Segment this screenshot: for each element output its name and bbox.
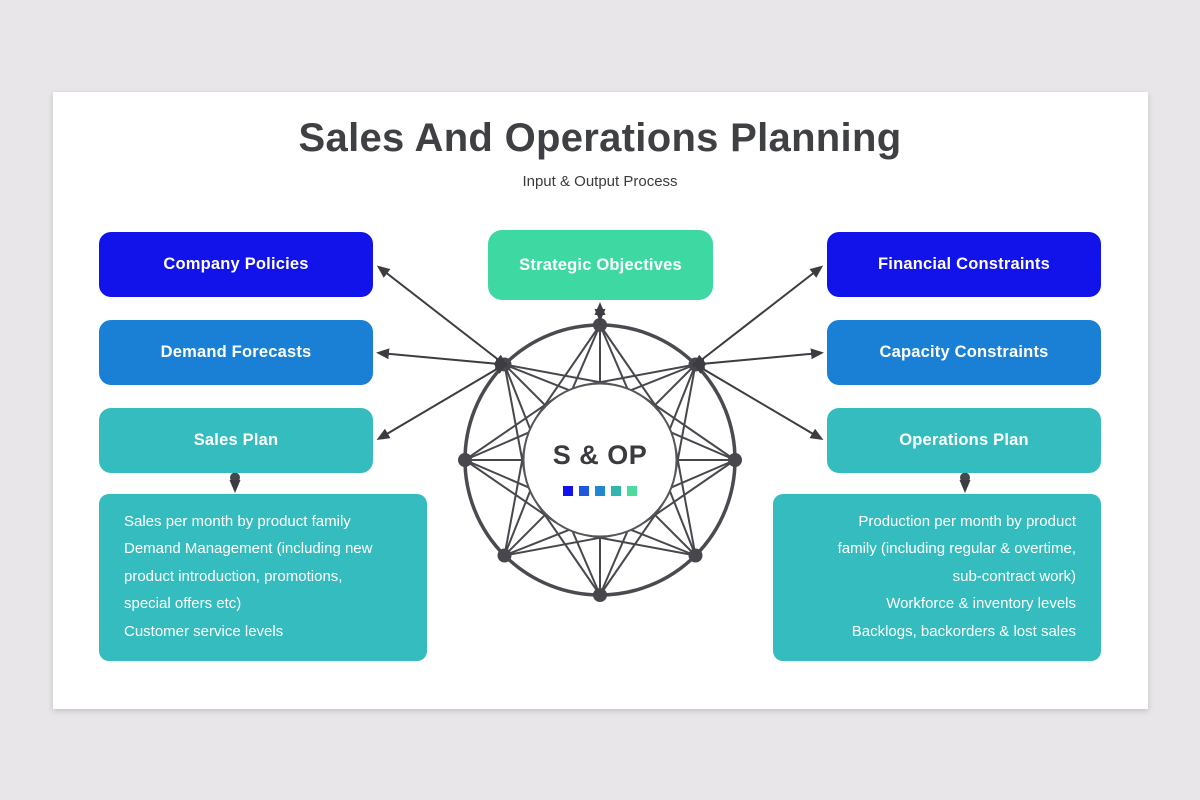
detail-line: Demand Management (including new xyxy=(124,540,373,558)
hub-center-label: S & OP xyxy=(552,440,648,470)
detail-line: Production per month by product xyxy=(858,513,1076,530)
left-drop-arrow xyxy=(229,472,241,493)
node-label: Company Policies xyxy=(163,255,309,273)
hub-progress-squares xyxy=(510,486,690,496)
node-sales-plan: Sales Plan xyxy=(99,408,373,473)
node-capacity-constraints: Capacity Constraints xyxy=(827,320,1101,385)
page-subtitle: Input & Output Process xyxy=(522,173,678,190)
detail-line: Sales per month by product family xyxy=(124,513,351,530)
page-title: Sales And Operations Planning xyxy=(298,116,902,160)
node-financial-constraints: Financial Constraints xyxy=(827,232,1101,297)
progress-square xyxy=(563,486,573,496)
node-label: Capacity Constraints xyxy=(879,343,1049,361)
left-arrows xyxy=(376,265,509,441)
progress-square xyxy=(627,486,637,496)
detail-line: product introduction, promotions, xyxy=(124,567,343,585)
progress-square xyxy=(611,486,621,496)
node-label: Financial Constraints xyxy=(878,255,1050,273)
node-company-policies: Company Policies xyxy=(99,232,373,297)
node-label: Sales Plan xyxy=(193,431,279,449)
progress-square xyxy=(579,486,589,496)
detail-line: special offers etc) xyxy=(124,595,242,613)
hub-star-lines xyxy=(464,324,736,596)
progress-square xyxy=(595,486,605,496)
sales-plan-detail-box: Sales per month by product family Demand… xyxy=(99,494,427,661)
node-demand-forecasts: Demand Forecasts xyxy=(99,320,373,385)
operations-plan-detail-box: Production per month by product family (… xyxy=(773,494,1101,661)
detail-line: family (including regular & overtime, xyxy=(837,540,1076,558)
detail-line: sub-contract work) xyxy=(952,567,1076,585)
node-label: Demand Forecasts xyxy=(160,343,312,361)
detail-line: Customer service levels xyxy=(124,622,284,640)
right-drop-arrow xyxy=(959,472,971,493)
node-strategic-objectives: Strategic Objectives xyxy=(488,230,713,300)
hub-inner-circle xyxy=(522,382,678,538)
node-label: Operations Plan xyxy=(899,431,1029,449)
node-label: Strategic Objectives xyxy=(519,255,682,274)
node-operations-plan: Operations Plan xyxy=(827,408,1101,473)
right-arrows xyxy=(691,265,824,441)
detail-line: Workforce & inventory levels xyxy=(886,595,1076,613)
detail-line: Backlogs, backorders & lost sales xyxy=(851,622,1076,640)
